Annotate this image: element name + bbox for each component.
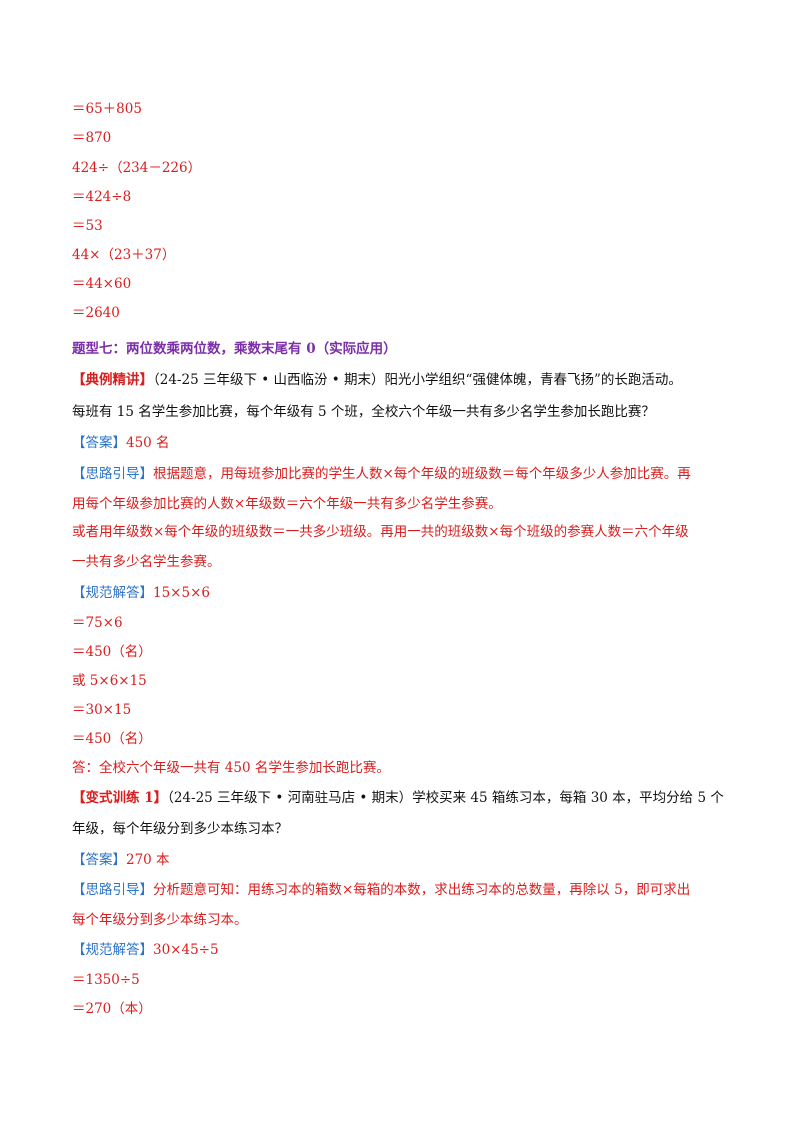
variant-question-text: （24-25 三年级下 • 河南驻马店 • 期末）学校买来 45 箱练习本，每箱… xyxy=(167,790,724,806)
solution-tag: 【规范解答】 xyxy=(72,585,153,601)
example-tag: 【典例精讲】 xyxy=(72,372,153,388)
solution-line: ＝450（名） xyxy=(72,644,152,660)
example-hint-line-3: 或者用年级数×每个年级的班级数＝一共多少班级。再用一共的班级数×每个班级的参赛人… xyxy=(72,524,689,540)
calc-line: 424÷（234－226） xyxy=(72,160,202,176)
answer-text: 450 名 xyxy=(126,435,170,451)
example-hint-line-1: 【思路引导】根据题意，用每班参加比赛的学生人数×每个年级的班级数＝每个年级多少人… xyxy=(72,465,691,483)
variant-answer: 【答案】270 本 xyxy=(72,851,170,869)
solution-answer-line: 答：全校六个年级一共有 450 名学生参加长跑比赛。 xyxy=(72,760,390,776)
example-solution-line-1: 【规范解答】15×5×6 xyxy=(72,584,210,602)
hint-text: 根据题意，用每班参加比赛的学生人数×每个年级的班级数＝每个年级多少人参加比赛。再 xyxy=(153,466,691,482)
solution-line: ＝75×6 xyxy=(72,615,123,631)
solution-line: ＝30×15 xyxy=(72,702,132,718)
variant-solution-line-1: 【规范解答】30×45÷5 xyxy=(72,941,219,959)
solution-text: 15×5×6 xyxy=(153,585,210,601)
example-question-text: （24-25 三年级下 • 山西临汾 • 期末）阳光小学组织“强健体魄，青春飞扬… xyxy=(153,372,682,388)
example-answer: 【答案】450 名 xyxy=(72,434,170,452)
solution-line: 或 5×6×15 xyxy=(72,673,147,689)
solution-line: ＝270（本） xyxy=(72,1001,152,1017)
hint-tag: 【思路引导】 xyxy=(72,882,153,898)
calc-line: 44×（23＋37） xyxy=(72,247,176,263)
variant-hint-line-1: 【思路引导】分析题意可知：用练习本的箱数×每箱的本数，求出练习本的总数量，再除以… xyxy=(72,881,690,899)
solution-line: ＝450（名） xyxy=(72,731,152,747)
variant-tag: 【变式训练 1】 xyxy=(72,790,168,806)
answer-tag: 【答案】 xyxy=(72,852,126,868)
variant-question-line-2: 年级，每个年级分到多少本练习本？ xyxy=(72,821,288,837)
variant-question-line-1: 【变式训练 1】（24-25 三年级下 • 河南驻马店 • 期末）学校买来 45… xyxy=(72,789,724,807)
answer-text: 270 本 xyxy=(126,852,170,868)
solution-line: ＝1350÷5 xyxy=(72,972,140,988)
variant-hint-line-2: 每个年级分到多少本练习本。 xyxy=(72,912,248,928)
example-hint-line-2: 用每个年级参加比赛的人数×年级数＝六个年级一共有多少名学生参赛。 xyxy=(72,496,502,512)
calc-line: ＝53 xyxy=(72,218,103,234)
calc-line: ＝870 xyxy=(72,130,112,146)
solution-text: 30×45÷5 xyxy=(153,942,219,958)
solution-tag: 【规范解答】 xyxy=(72,942,153,958)
section-title: 题型七：两位数乘两位数，乘数末尾有 0（实际应用） xyxy=(72,341,397,357)
calc-line: ＝424÷8 xyxy=(72,189,132,205)
calc-line: ＝65＋805 xyxy=(72,101,142,117)
hint-text: 分析题意可知：用练习本的箱数×每箱的本数，求出练习本的总数量，再除以 5，即可求… xyxy=(153,882,691,898)
hint-tag: 【思路引导】 xyxy=(72,466,153,482)
calc-line: ＝2640 xyxy=(72,305,120,321)
example-question-line-1: 【典例精讲】（24-25 三年级下 • 山西临汾 • 期末）阳光小学组织“强健体… xyxy=(72,371,682,389)
calc-line: ＝44×60 xyxy=(72,276,132,292)
answer-tag: 【答案】 xyxy=(72,435,126,451)
example-question-line-2: 每班有 15 名学生参加比赛，每个年级有 5 个班，全校六个年级一共有多少名学生… xyxy=(72,404,655,420)
example-hint-line-4: 一共有多少名学生参赛。 xyxy=(72,554,221,570)
